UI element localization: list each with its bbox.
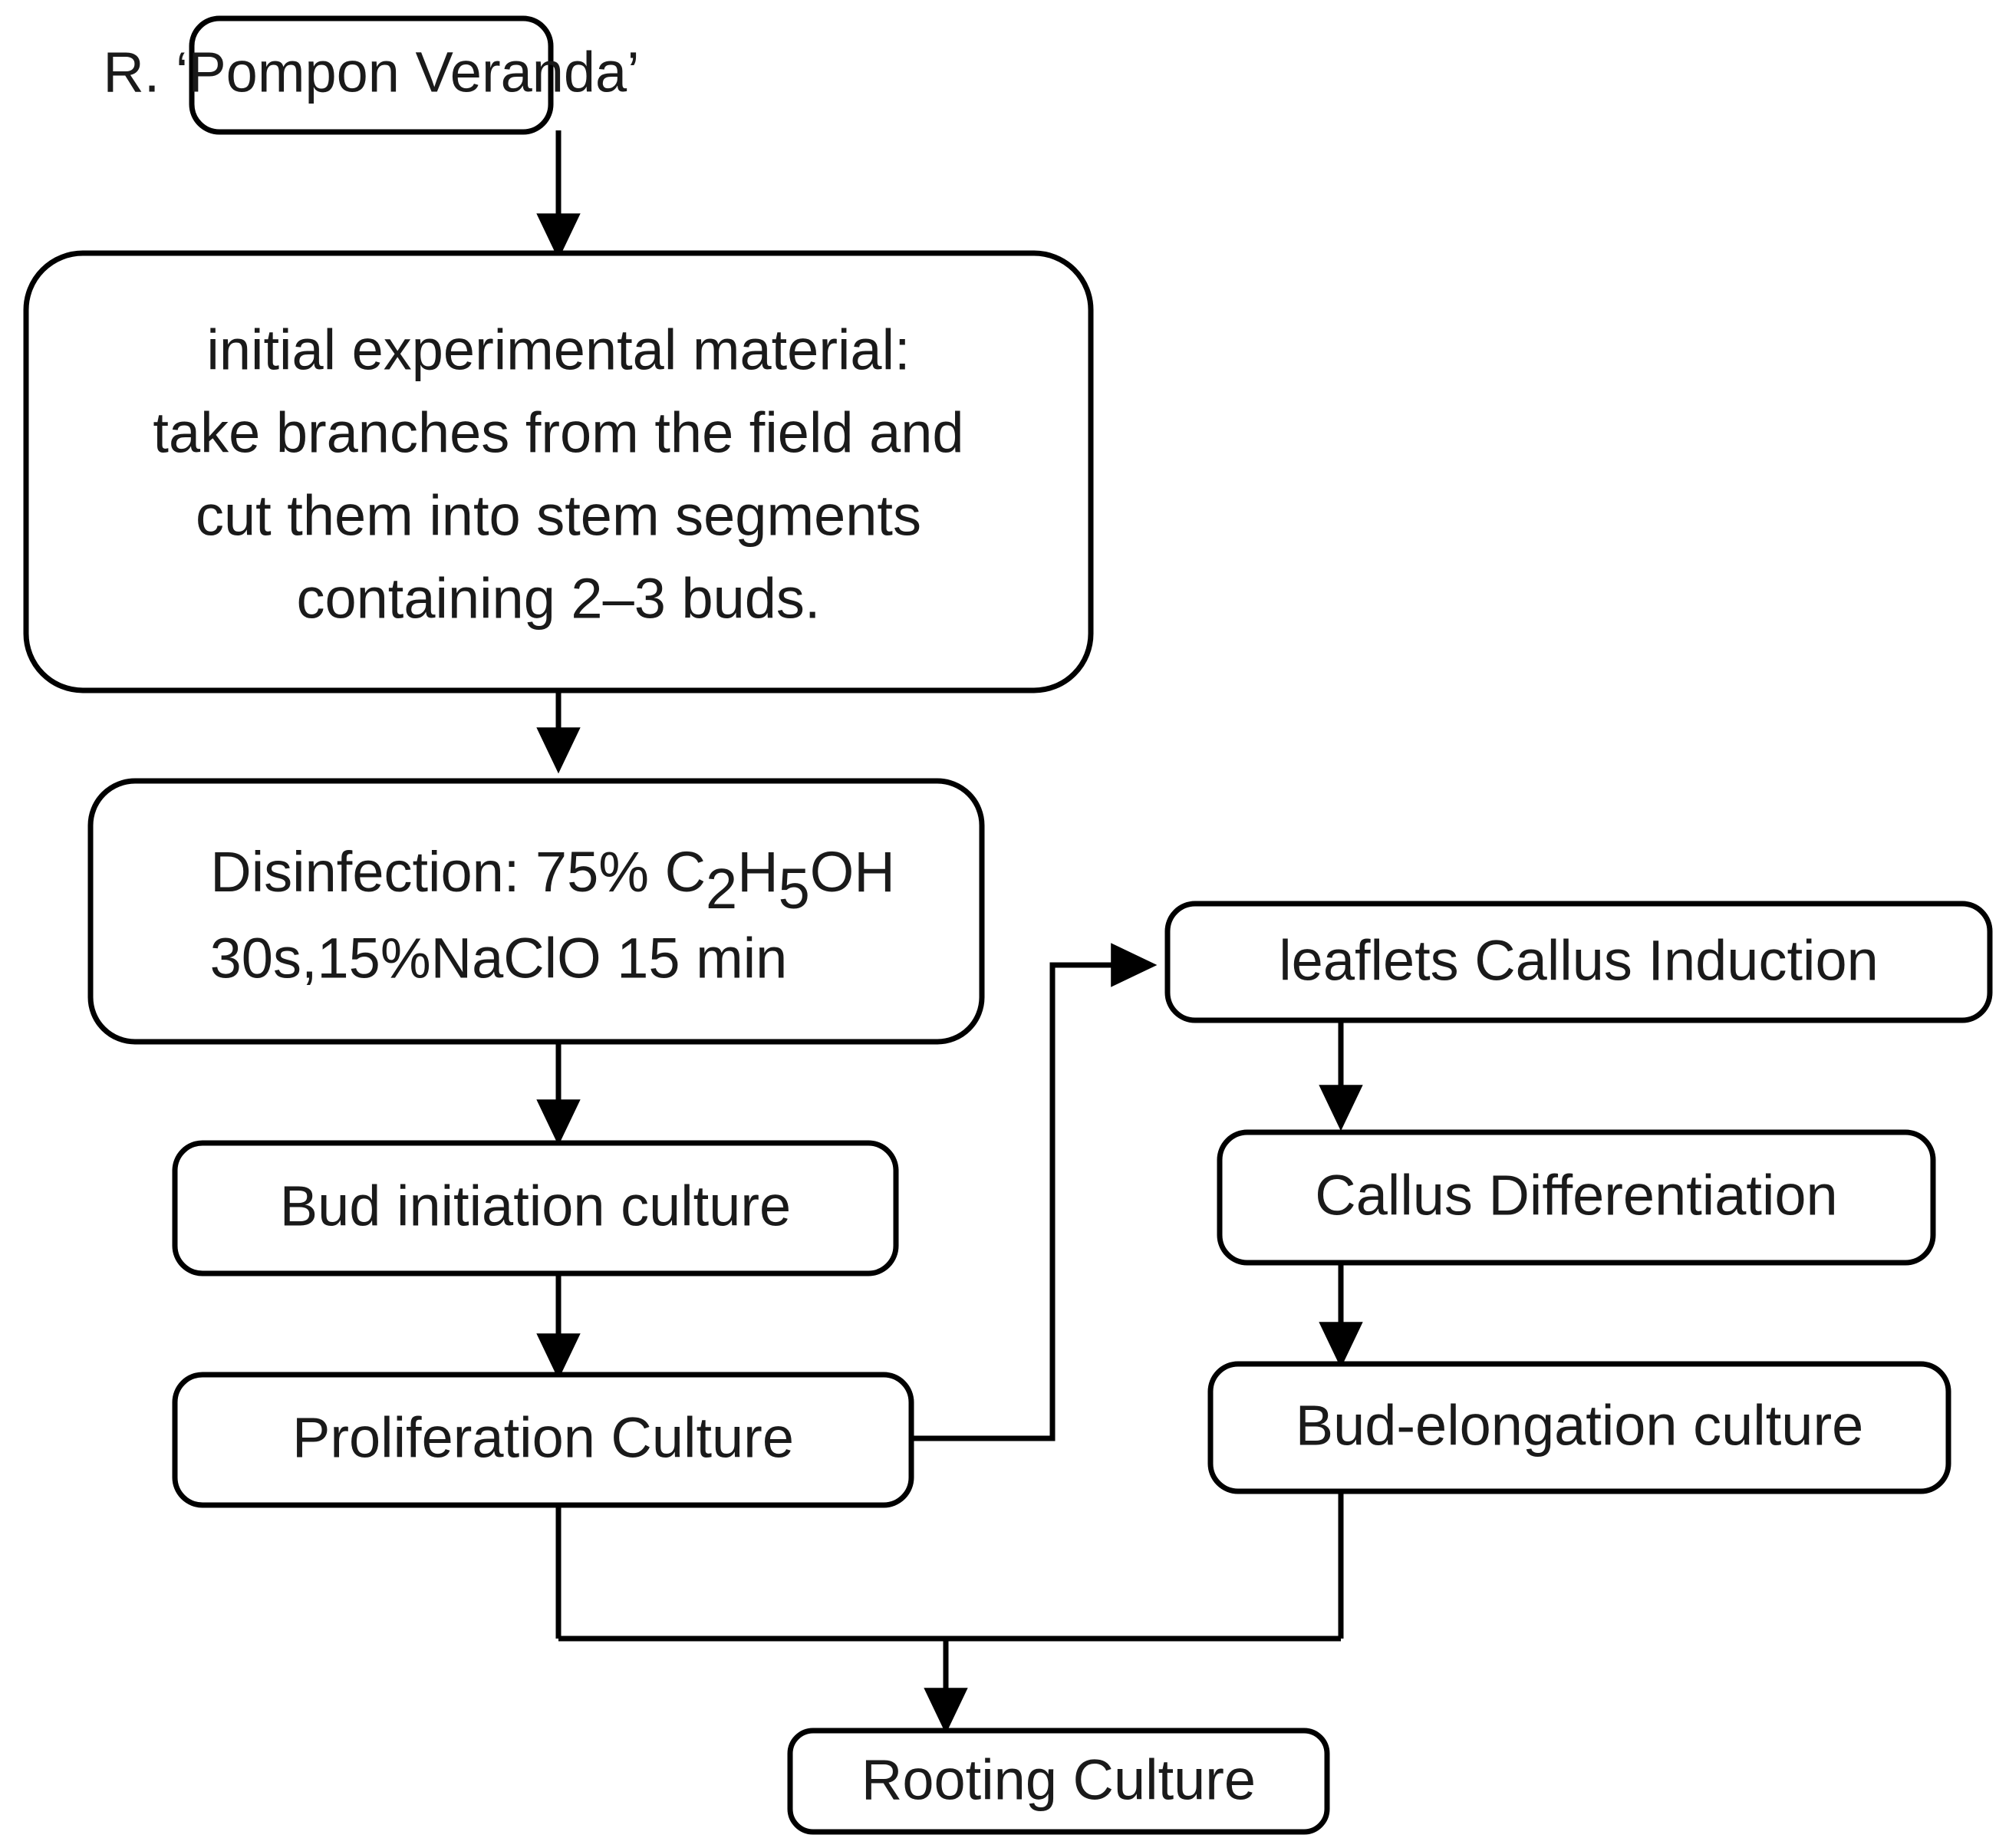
connector-layer [536,130,1363,1734]
node-layer: R. ‘Pompon Veranda’ initial experimental… [23,15,1993,1835]
node-plant-material-label: R. ‘Pompon Veranda’ [103,41,639,104]
node-disinfection-formula-sub-1: 2 [706,857,737,921]
node-rooting[interactable]: Rooting Culture [787,1728,1330,1835]
node-initial-material[interactable]: initial experimental material: take bran… [23,250,1094,693]
node-disinfection-formula-mid: H [737,840,778,904]
node-disinfection[interactable]: Disinfection: 75% C2H5OH 30s,15%NaClO 15… [37,778,1037,1045]
node-disinfection-line-2: 30s,15%NaClO 15 min [210,927,788,990]
node-proliferation[interactable]: Proliferation Culture [172,1372,914,1508]
node-disinfection-box[interactable] [87,778,985,1045]
node-callus-induction-box[interactable] [1164,901,1993,1023]
node-bud-elongation-box[interactable] [1207,1361,1951,1494]
node-bud-elongation-label: Bud-elongation culture [1296,1394,1864,1458]
node-callus-differentiation-label: Callus Differentiation [1315,1164,1837,1227]
node-callus-differentiation[interactable]: Callus Differentiation [1217,1129,1936,1266]
node-bud-initiation-box[interactable] [172,1140,899,1276]
node-rooting-box[interactable] [787,1728,1330,1835]
node-proliferation-box[interactable] [172,1372,914,1508]
node-callus-induction[interactable]: leaflets Callus Induction [1164,901,1993,1023]
node-callus-differentiation-box[interactable] [1217,1129,1936,1266]
edge-proliferation-to-callus-induction [911,943,1158,1441]
node-disinfection-formula-sub-2: 5 [779,857,810,921]
node-initial-material-line-3: cut them into stem segments [196,484,921,548]
node-initial-material-line-2: take branches from the field and [153,401,963,465]
node-bud-initiation[interactable]: Bud initiation culture [172,1140,899,1276]
node-plant-material-box[interactable] [189,15,554,135]
node-initial-material-line-4: containing 2–3 buds. [297,567,821,631]
node-callus-induction-label: leaflets Callus Induction [1279,929,1879,993]
node-rooting-label: Rooting Culture [861,1748,1256,1812]
node-bud-initiation-label: Bud initiation culture [280,1174,791,1238]
node-initial-material-box[interactable] [23,250,1094,693]
node-disinfection-formula-suffix: OH [810,840,895,904]
node-proliferation-label: Proliferation Culture [292,1406,794,1470]
node-initial-material-line-1: initial experimental material: [206,318,910,382]
node-plant-material[interactable]: R. ‘Pompon Veranda’ [103,15,640,135]
node-bud-elongation[interactable]: Bud-elongation culture [1207,1361,1951,1494]
node-disinfection-formula-prefix: Disinfection: 75% C [210,840,706,904]
node-disinfection-line-1: Disinfection: 75% C2H5OH [37,840,1037,921]
